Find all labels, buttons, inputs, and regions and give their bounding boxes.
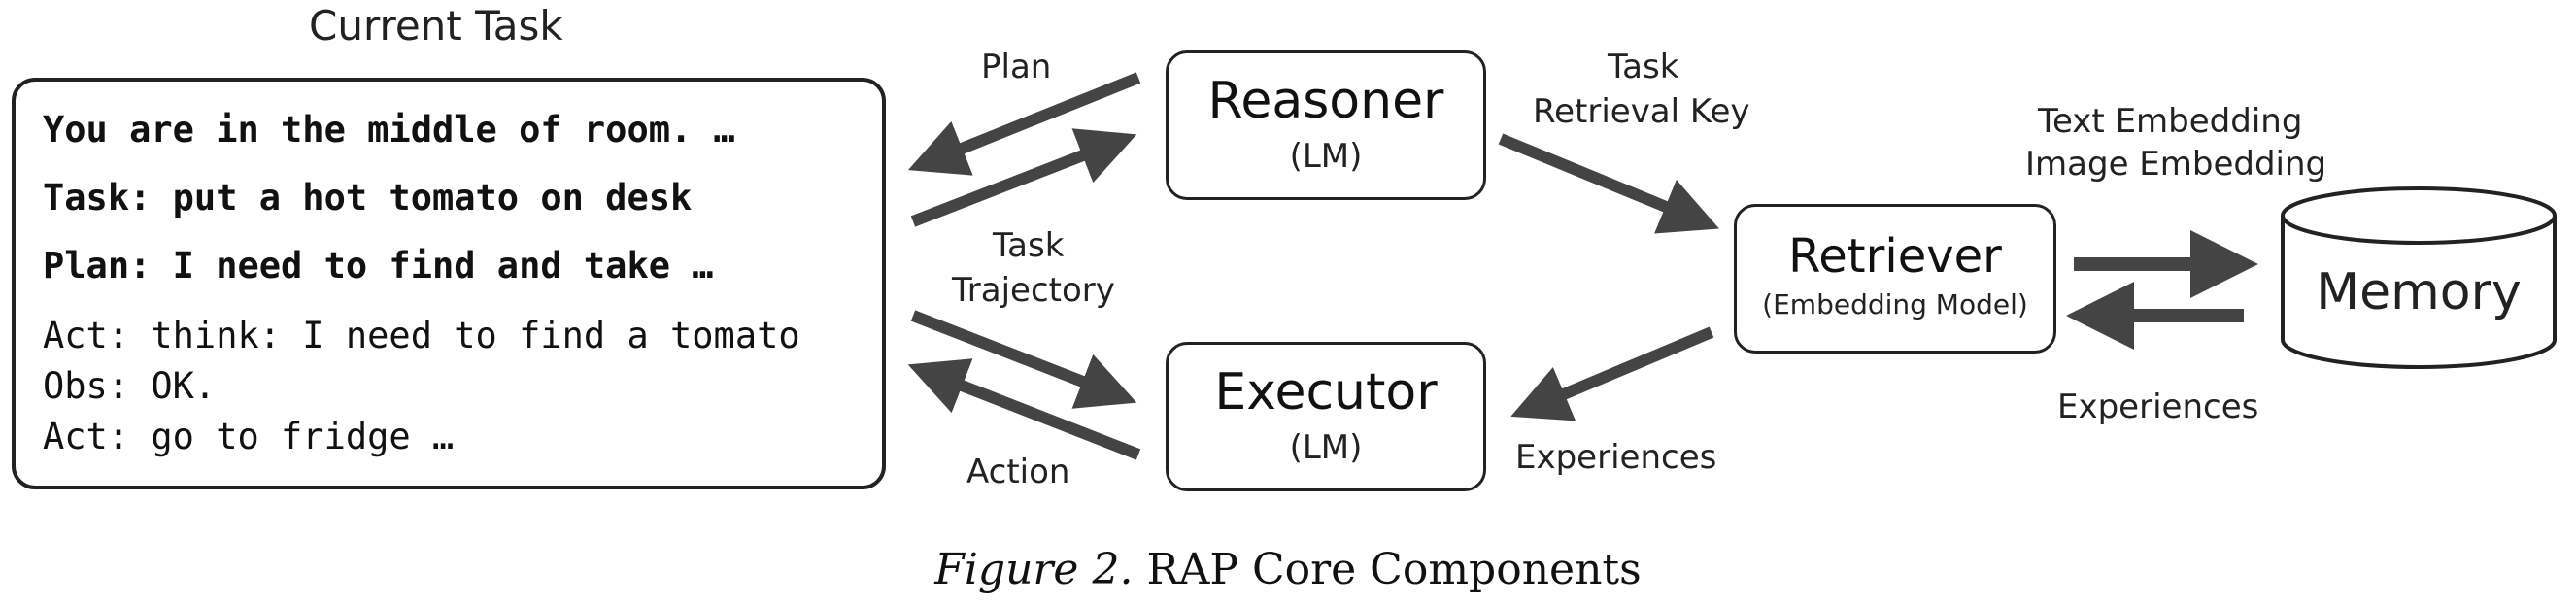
figure-caption: Figure 2. RAP Core Components <box>0 544 2576 596</box>
plan-arrow <box>907 72 1141 176</box>
task-act-go-line: Act: go to fridge … <box>43 416 455 457</box>
current-task-title: Current Task <box>309 2 563 50</box>
memory-cylinder <box>2281 186 2557 369</box>
reasoner-node: Reasoner (LM) <box>1166 50 1486 200</box>
executor-node: Executor (LM) <box>1166 342 1486 491</box>
caption-text: RAP Core Components <box>1146 545 1642 594</box>
experiences-to-executor-arrow <box>1510 326 1714 421</box>
current-task-box: You are in the middle of room. … Task: p… <box>12 78 886 489</box>
retrieval-key-label-1: Task <box>1608 48 1679 86</box>
task-trajectory-label-1: Task <box>993 226 1065 265</box>
action-label: Action <box>966 453 1070 491</box>
retriever-node: Retriever (Embedding Model) <box>1734 204 2056 354</box>
retrieval-key-arrow <box>1498 133 1719 234</box>
retriever-sub: (Embedding Model) <box>1762 288 2028 320</box>
experiences-executor-label: Experiences <box>1515 438 1717 477</box>
executor-sub: (LM) <box>1289 428 1363 467</box>
image-embedding-label: Image Embedding <box>2025 145 2327 184</box>
memory-label: Memory <box>2316 263 2522 321</box>
task-context-line: You are in the middle of room. … <box>43 109 735 151</box>
caption-prefix: Figure 2. <box>934 545 1134 594</box>
task-goal-line: Task: put a hot tomato on desk <box>43 177 693 219</box>
retrieval-key-label-2: Retrieval Key <box>1533 92 1750 131</box>
text-embedding-label: Text Embedding <box>2038 102 2303 141</box>
reasoner-sub: (LM) <box>1289 137 1363 176</box>
reasoner-name: Reasoner <box>1207 72 1444 130</box>
task-trajectory-label-2: Trajectory <box>952 271 1115 310</box>
retriever-name: Retriever <box>1788 229 2002 284</box>
task-obs-line: Obs: OK. <box>43 365 217 407</box>
executor-name: Executor <box>1214 363 1438 421</box>
action-arrow <box>907 358 1141 460</box>
experiences-memory-label: Experiences <box>2057 387 2259 426</box>
plan-label: Plan <box>981 48 1052 86</box>
task-plan-line: Plan: I need to find and take … <box>43 245 714 286</box>
task-to-reasoner-arrow <box>910 128 1137 227</box>
task-trajectory-arrow <box>910 310 1137 409</box>
task-act-think-line: Act: think: I need to find a tomato <box>43 315 800 356</box>
